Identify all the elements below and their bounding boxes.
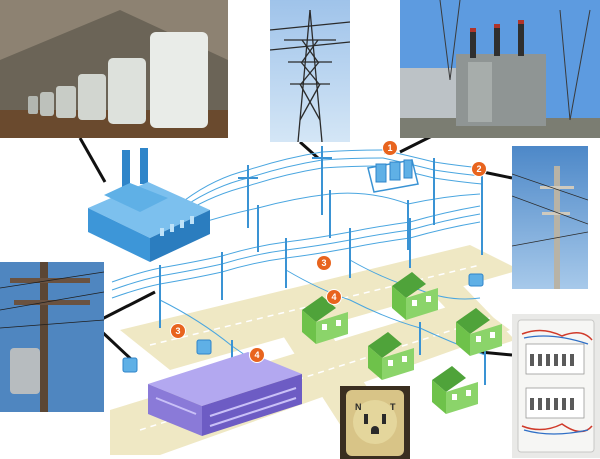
marker-4-houses: 4 bbox=[327, 290, 341, 304]
marker-3-pole: 3 bbox=[171, 324, 185, 338]
distribution-pole-photo bbox=[512, 146, 588, 289]
marker-1: 1 bbox=[383, 141, 397, 155]
power-plant bbox=[88, 148, 210, 262]
marker-2: 2 bbox=[472, 162, 486, 176]
marker-3-distribution: 3 bbox=[317, 256, 331, 270]
photo-connectors bbox=[78, 130, 513, 362]
outlet-neutral-label: N bbox=[355, 402, 362, 412]
substation bbox=[367, 144, 419, 193]
breaker-panel-photo bbox=[512, 314, 600, 458]
pole-transformers bbox=[122, 273, 484, 373]
marker-4-factory: 4 bbox=[250, 348, 264, 362]
substation-transformer-photo bbox=[400, 0, 600, 138]
pole-transformer-photo bbox=[0, 262, 104, 412]
transmission-pylon-photo bbox=[270, 0, 350, 142]
outlet-live-label: T bbox=[390, 402, 396, 412]
houses bbox=[302, 272, 502, 414]
factory-building bbox=[148, 352, 302, 436]
dam-photo bbox=[0, 0, 228, 138]
poles bbox=[159, 146, 486, 385]
electrical-outlet-photo: N T bbox=[340, 386, 410, 459]
